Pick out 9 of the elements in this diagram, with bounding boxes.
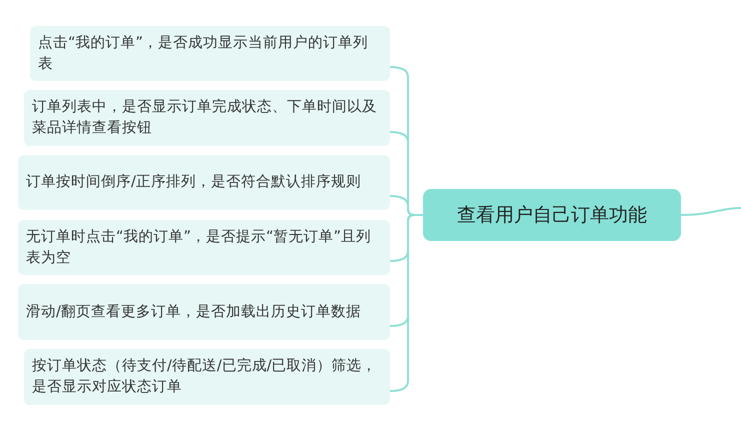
subtopic-box: 点击“我的订单”，是否成功显示当前用户的订单列表 — [30, 26, 390, 81]
connector-line — [680, 207, 741, 216]
subtopic-box: 订单列表中，是否显示订单完成状态、下单时间以及菜品详情查看按钮 — [24, 90, 390, 146]
subtopic-box: 滑动/翻页查看更多订单，是否加载出历史订单数据 — [18, 284, 390, 340]
subtopic-box: 订单按时间倒序/正序排列，是否符合默认排序规则 — [18, 155, 390, 210]
subtopic-box: 无订单时点击“我的订单”，是否提示“暂无订单”且列表为空 — [18, 220, 390, 275]
subtopic-box: 按订单状态（待支付/待配送/已完成/已取消）筛选，是否显示对应状态订单 — [24, 349, 390, 405]
connector-line — [390, 214, 423, 392]
topic-box: 查看用户自己订单功能 — [423, 189, 681, 241]
